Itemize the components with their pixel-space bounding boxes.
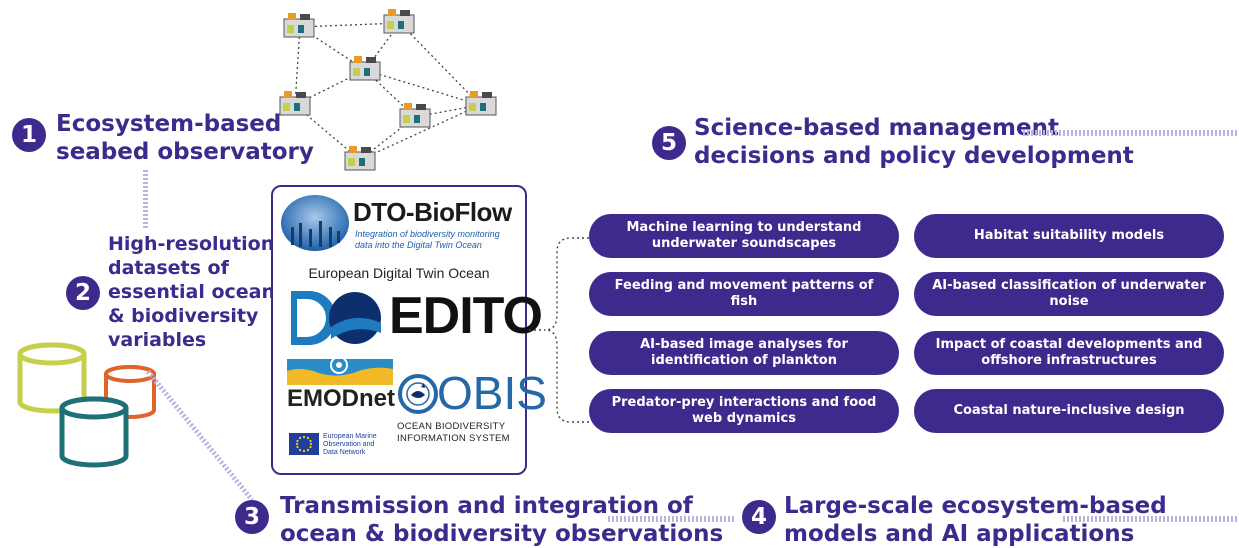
stage2-line4: & biodiversity	[108, 305, 259, 327]
dto-bioflow-logo-icon	[281, 195, 349, 251]
obis-subtitle-1: OCEAN BIODIVERSITY	[397, 421, 506, 432]
edito-name: EDITO	[389, 287, 543, 345]
application-pill-7: Predator-prey interactions and food web …	[589, 389, 899, 433]
eu-flag-icon	[289, 433, 319, 455]
connector-3-4	[608, 516, 736, 522]
application-pill-1: Machine learning to understand underwate…	[589, 214, 899, 258]
stage2-label: High-resolution datasets of essential oc…	[108, 232, 275, 352]
edito-caption: European Digital Twin Ocean	[308, 265, 490, 281]
step-number-3: 3	[235, 500, 269, 534]
bracket-connector-icon	[529, 237, 589, 423]
emodnet-logo-icon	[287, 356, 393, 385]
emodnet-name: EMODnet	[287, 385, 395, 412]
application-pill-5: AI-based image analyses for identificati…	[589, 331, 899, 375]
connector-1-2	[143, 170, 148, 230]
application-pill-6: Impact of coastal developments and offsh…	[914, 331, 1224, 375]
stage4-line2: models and AI applications	[784, 521, 1135, 547]
step-number-1: 1	[12, 118, 46, 152]
stage2-line3: essential ocean	[108, 281, 276, 303]
dto-bioflow-subtitle-2: data into the Digital Twin Ocean	[355, 240, 482, 250]
connector-5-right	[1023, 130, 1239, 136]
stage1-label: Ecosystem-based seabed observatory	[56, 110, 314, 166]
stage5-line1: Science-based management	[694, 115, 1059, 141]
step-number-2: 2	[66, 276, 100, 310]
stage4-line1: Large-scale ecosystem-based	[784, 493, 1167, 519]
stage3-line2: ocean & biodiversity observations	[280, 521, 724, 547]
emodnet-sub-3: Data Network	[323, 449, 366, 456]
dto-bioflow-subtitle-1: Integration of biodiversity monitoring	[355, 229, 500, 239]
stage1-line2: seabed observatory	[56, 139, 314, 165]
obis-name: OBIS	[437, 367, 547, 419]
stage3-line1: Transmission and integration of	[280, 493, 693, 519]
edito-logo-icon	[291, 291, 381, 345]
step-number-4: 4	[742, 500, 776, 534]
emodnet-sub-2: Observation and	[323, 441, 375, 448]
stage2-line1: High-resolution	[108, 233, 275, 255]
application-pill-2: Habitat suitability models	[914, 214, 1224, 258]
application-pill-3: Feeding and movement patterns of fish	[589, 272, 899, 316]
stage1-line1: Ecosystem-based	[56, 111, 282, 137]
connector-2-3	[146, 370, 254, 502]
emodnet-subtitle: European Marine Observation and Data Net…	[323, 433, 377, 457]
platform-logos-panel: DTO-BioFlow Integration of biodiversity …	[271, 185, 547, 475]
obis-subtitle-2: INFORMATION SYSTEM	[397, 433, 510, 444]
stage2-line5: variables	[108, 329, 207, 351]
dto-bioflow-title: DTO-BioFlow	[353, 197, 512, 227]
stage5-line2: decisions and policy development	[694, 143, 1134, 169]
step-number-5: 5	[652, 126, 686, 160]
stage5-label: Science-based management decisions and p…	[694, 114, 1134, 170]
emodnet-sub-1: European Marine	[323, 433, 377, 440]
database-stack-icon	[17, 342, 156, 468]
application-pill-4: AI-based classification of underwater no…	[914, 272, 1224, 316]
sensor-network-icon	[279, 9, 497, 171]
connector-4-right	[1063, 516, 1239, 522]
obis-logo-icon	[398, 374, 438, 414]
stage2-line2: datasets of	[108, 257, 229, 279]
application-pill-8: Coastal nature-inclusive design	[914, 389, 1224, 433]
